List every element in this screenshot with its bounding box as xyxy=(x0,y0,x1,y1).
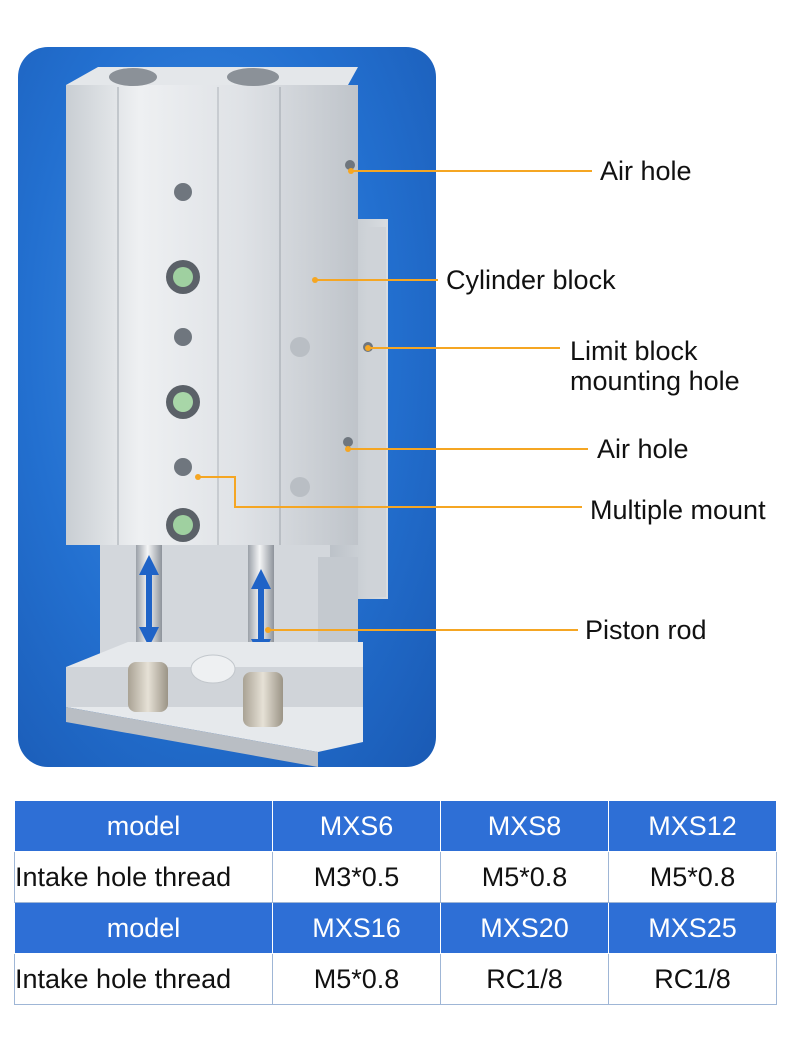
label-limit-block-line2: mounting hole xyxy=(570,366,740,396)
label-air-hole-side: Air hole xyxy=(597,434,689,464)
callout-lines xyxy=(195,168,592,633)
model-cell: MXS12 xyxy=(608,800,777,852)
model-cell: MXS20 xyxy=(440,902,609,954)
thread-cell: RC1/8 xyxy=(608,953,777,1005)
spec-table: model MXS6 MXS8 MXS12 Intake hole thread… xyxy=(14,800,777,1005)
model-cell: MXS16 xyxy=(272,902,441,954)
table-row-models-2: model MXS16 MXS20 MXS25 xyxy=(14,902,777,954)
thread-label-cell: Intake hole thread xyxy=(14,953,273,1005)
callout-line-multiple-mount xyxy=(198,476,582,508)
label-cylinder-block: Cylinder block xyxy=(446,265,616,295)
cylinder-block xyxy=(66,85,358,545)
model-cell: MXS8 xyxy=(440,800,609,852)
thread-cell: M5*0.8 xyxy=(440,851,609,903)
thread-label-cell: Intake hole thread xyxy=(14,851,273,903)
model-header-cell: model xyxy=(14,800,273,852)
slide-cylinder-illustration xyxy=(66,67,388,767)
thread-cell: M3*0.5 xyxy=(272,851,441,903)
table-row-models-1: model MXS6 MXS8 MXS12 xyxy=(14,800,777,852)
thread-cell: M5*0.8 xyxy=(272,953,441,1005)
thread-cell: RC1/8 xyxy=(440,953,609,1005)
model-header-cell: model xyxy=(14,902,273,954)
model-cell: MXS6 xyxy=(272,800,441,852)
label-piston-rod: Piston rod xyxy=(585,615,707,645)
label-air-hole-top: Air hole xyxy=(600,156,692,186)
label-limit-block-line1: Limit block xyxy=(570,336,698,366)
label-multiple-mount: Multiple mount xyxy=(590,495,766,525)
model-cell: MXS25 xyxy=(608,902,777,954)
table-row-thread-2: Intake hole thread M5*0.8 RC1/8 RC1/8 xyxy=(14,953,777,1005)
product-photo-panel xyxy=(18,47,436,767)
table-row-thread-1: Intake hole thread M3*0.5 M5*0.8 M5*0.8 xyxy=(14,851,777,903)
thread-cell: M5*0.8 xyxy=(608,851,777,903)
